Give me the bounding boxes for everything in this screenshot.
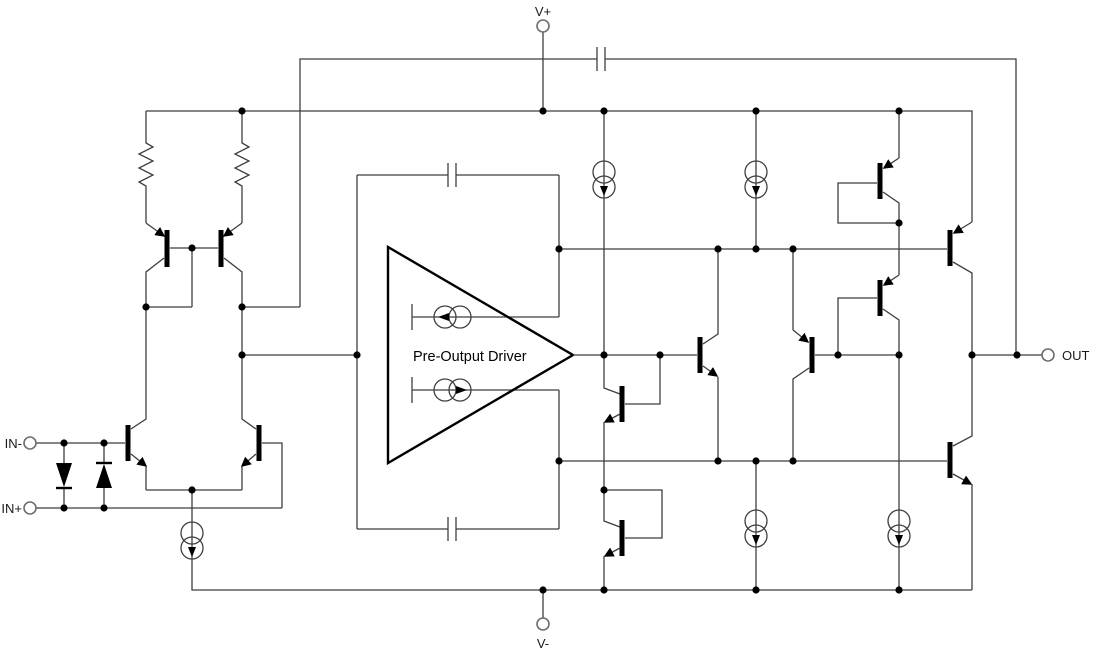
in-minus-label: IN- <box>5 436 22 451</box>
output-pnp-collector <box>952 261 973 355</box>
second-stage <box>559 111 947 590</box>
output-npn-emitter-arrow-icon <box>952 473 973 485</box>
driver-top-current-source-icon <box>433 305 472 329</box>
vplus-rail <box>146 110 973 222</box>
driver-bottom-current-source-icon <box>433 378 472 402</box>
pre-output-driver-block: Pre-Output Driver <box>356 163 576 541</box>
input-stage <box>36 111 357 560</box>
output-npn-collector <box>952 355 973 447</box>
npn-diff-left-emitter-arrow-icon <box>130 453 148 467</box>
terminals: V+ V- IN- IN+ OUT <box>1 4 1089 651</box>
bottom-current-source-2-icon <box>887 509 911 548</box>
vplus-label: V+ <box>535 4 551 19</box>
top-current-source-2-icon <box>744 160 768 199</box>
driver-bottom-feedback-capacitor <box>357 517 559 541</box>
bias-pnp-upper-collector <box>882 191 900 223</box>
resistor-icon-right <box>233 111 251 223</box>
tail-current-source-icon <box>180 521 204 560</box>
drive-pnp-collector <box>792 367 810 461</box>
top-current-source-1-icon <box>592 160 616 199</box>
vminus-terminal <box>536 617 550 631</box>
driver-top-feedback-capacitor <box>357 163 559 187</box>
miller-wire-right <box>605 58 1017 355</box>
bias-pnp-upper-emitter-arrow-icon <box>882 157 900 169</box>
bias-pnp-lower-emitter-arrow-icon <box>882 274 900 286</box>
miller-capacitor-loop <box>299 47 1017 355</box>
diode-npn-upper-base <box>625 355 661 405</box>
in-plus-terminal <box>23 501 37 515</box>
bias-pnp-lower-base-loop <box>837 297 877 355</box>
driver-block-label: Pre-Output Driver <box>413 349 527 365</box>
clamp-diode-left-icon <box>56 463 72 487</box>
in-plus-wire <box>36 442 283 509</box>
bottom-current-source-1-icon <box>744 509 768 548</box>
out-label: OUT <box>1062 348 1090 363</box>
drive-npn-emitter-arrow-icon <box>702 365 719 377</box>
driver-top-source-wire <box>411 175 560 330</box>
power-rails <box>146 32 973 618</box>
vplus-terminal <box>536 19 550 33</box>
driver-triangle-icon <box>386 244 576 466</box>
out-terminal <box>1041 348 1055 362</box>
output-stage <box>947 221 1042 590</box>
diode-npn-link-wire <box>603 422 621 528</box>
vminus-rail <box>191 490 972 591</box>
vminus-label: V- <box>537 636 549 651</box>
mirror-base-tie <box>146 247 218 308</box>
diode-npn-upper-emitter-arrow-icon <box>603 413 621 423</box>
junction-dots <box>60 107 1021 594</box>
mirror-left-collector <box>130 257 165 430</box>
pnp-mirror-left-emitter-arrow-icon <box>145 222 166 237</box>
in-minus-terminal <box>23 436 37 450</box>
diode-npn-lower-base <box>604 489 663 539</box>
diff-emitter-join <box>145 466 243 491</box>
mirror-right-collector <box>223 257 257 430</box>
drive-pnp-emitter-arrow-icon <box>792 329 810 343</box>
bias-pnp-lower-collector <box>882 308 900 355</box>
pnp-mirror-right-emitter-arrow-icon <box>222 222 243 237</box>
drive-npn-collector <box>702 249 719 345</box>
resistor-icon-left <box>137 111 155 223</box>
cs1-wire <box>603 111 621 395</box>
diode-npn-lower-emitter-arrow-icon <box>603 547 621 557</box>
clamp-diode-right-icon <box>96 464 112 488</box>
in-plus-label: IN+ <box>1 501 22 516</box>
miller-wire-left <box>299 58 597 307</box>
bias-pnp-upper-base-loop <box>837 182 899 224</box>
miller-capacitor-icon <box>596 47 606 71</box>
output-pnp-emitter-arrow-icon <box>952 221 973 234</box>
npn-diff-right-emitter-arrow-icon <box>240 453 257 467</box>
driver-bottom-source-wire <box>411 377 560 529</box>
